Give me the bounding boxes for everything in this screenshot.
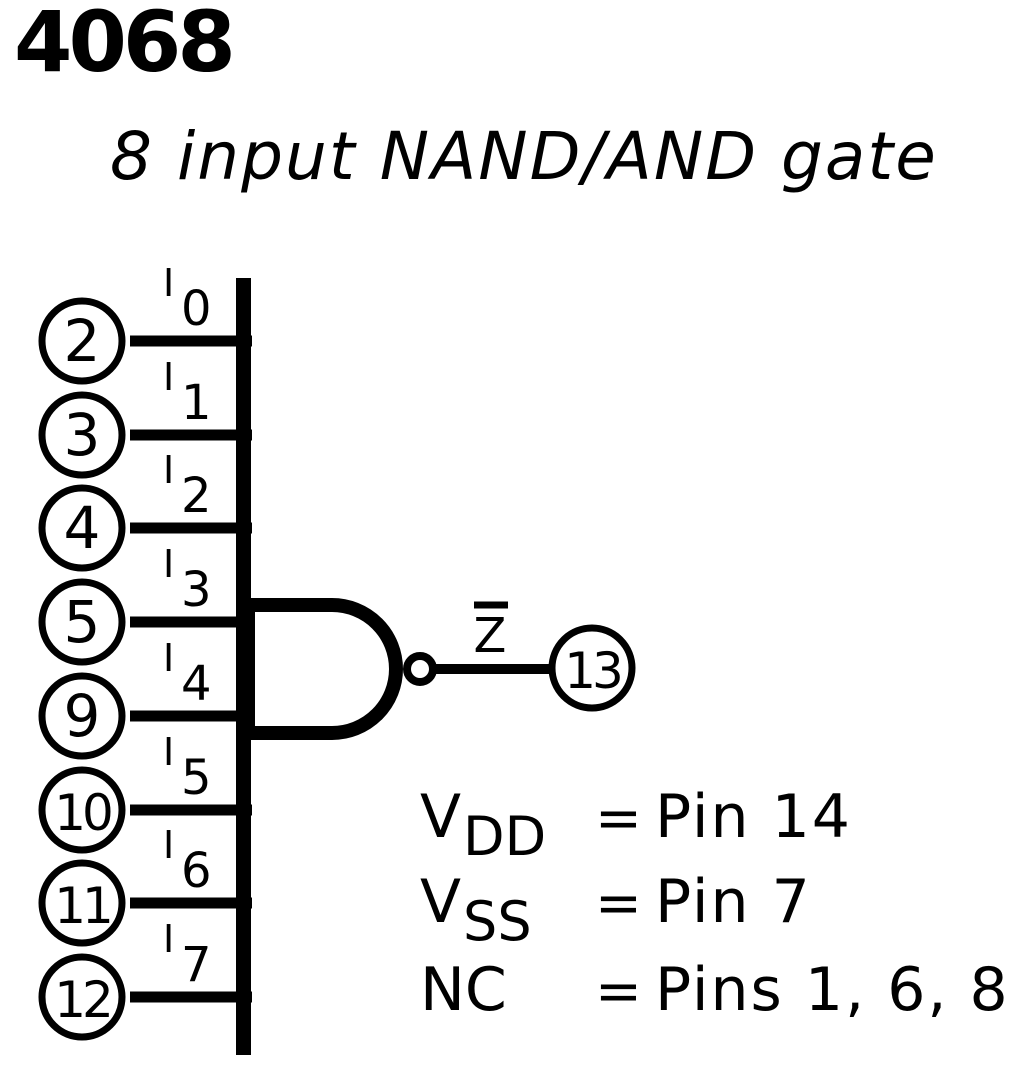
- pin-number: 10: [54, 784, 111, 842]
- pin-circle: [38, 672, 126, 760]
- pin-number: 12: [54, 971, 110, 1029]
- pin-circle: [38, 953, 126, 1041]
- note-value: Pins 1, 6, 8: [655, 955, 1010, 1025]
- note-equals-sign: =: [595, 959, 642, 1024]
- pin-circle: [38, 391, 126, 479]
- input-signal-subscript: 7: [181, 937, 212, 993]
- pin-circle: [38, 766, 126, 854]
- input-signal-subscript: 3: [181, 562, 212, 618]
- note-value: Pin 7: [655, 867, 812, 937]
- pin-circle: [38, 859, 126, 947]
- part-description: 8 input NAND/AND gate: [110, 118, 938, 195]
- pin-circle: [38, 297, 126, 385]
- pin-number: 5: [64, 588, 101, 656]
- input-signal-subscript: 1: [181, 375, 212, 431]
- gate-body: [241, 598, 403, 740]
- input-signal-label: I: [163, 823, 174, 867]
- note-row-vdd: VDD =Pin 14: [420, 782, 852, 868]
- pin-number: 3: [64, 401, 101, 469]
- input-signal-label: I: [163, 261, 174, 305]
- note-symbol: VDD: [420, 782, 546, 868]
- input-signal-label: I: [163, 448, 174, 492]
- input-signal-subscript: 0: [181, 281, 212, 337]
- pin-circle: [38, 484, 126, 572]
- input-signal-subscript: 4: [181, 656, 212, 712]
- pin-number: 2: [64, 307, 101, 375]
- input-signal-label: I: [163, 542, 174, 586]
- note-value: Pin 14: [655, 782, 852, 852]
- input-signal-label: I: [163, 730, 174, 774]
- input-signal-subscript: 5: [181, 750, 212, 806]
- pin-number: 9: [64, 682, 101, 750]
- input-signal-subscript: 6: [181, 843, 212, 899]
- pin-number: 11: [54, 877, 110, 935]
- note-row-vss: VSS =Pin 7: [420, 867, 812, 953]
- output-signal-label: Z: [474, 601, 508, 664]
- note-symbol: VSS: [420, 867, 532, 953]
- input-signal-label: I: [163, 355, 174, 399]
- pin-circle: [38, 578, 126, 666]
- pin-circle: [548, 624, 636, 712]
- note-row-nc: NC =Pins 1, 6, 8: [420, 955, 1010, 1025]
- nand-gate-symbol: [241, 598, 437, 740]
- inversion-bubble-icon: [403, 652, 437, 686]
- part-number-title: 4068: [14, 0, 236, 91]
- pin-number: 4: [64, 494, 101, 562]
- z-output-label: Z: [474, 608, 507, 664]
- output-pin-13: 13: [548, 624, 636, 712]
- note-equals-sign: =: [595, 871, 642, 936]
- input-signal-label: I: [163, 636, 174, 680]
- pin-number: 13: [564, 642, 620, 700]
- note-symbol: NC: [420, 955, 507, 1025]
- input-signal-subscript: 2: [181, 468, 212, 524]
- note-equals-sign: =: [595, 786, 642, 851]
- input-signal-label: I: [163, 917, 174, 961]
